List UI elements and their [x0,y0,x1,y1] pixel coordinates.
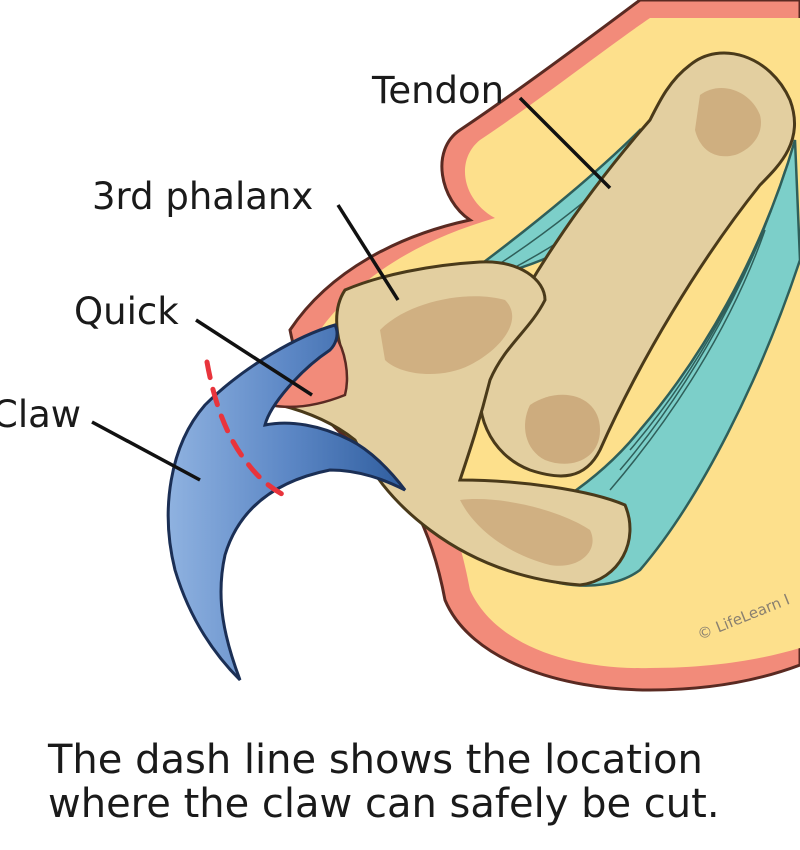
third-phalanx-label: 3rd phalanx [92,175,313,218]
tendon-label: Tendon [371,69,504,112]
second-phalanx-joint [525,394,600,464]
second-phalanx [478,51,796,478]
quick-leader-line [195,318,313,397]
tendon-leader-line [518,96,612,190]
phalanx-leader-line [336,204,400,301]
caption-line-2: where the claw can safely be cut. [48,781,720,827]
quick-label: Quick [74,290,179,333]
caption-line-1: The dash line shows the location [48,737,703,783]
claw-anatomy-diagram: Tendon 3rd phalanx Quick Claw © LifeLear… [0,0,800,692]
second-phalanx-shadow [695,87,761,157]
claw-label: Claw [0,393,81,436]
third-phalanx-shadow [380,296,593,566]
caption: The dash line shows the location where t… [48,738,788,826]
tendon-fibers [489,149,786,491]
claw-leader-line [91,420,201,482]
cut-line [204,359,293,501]
